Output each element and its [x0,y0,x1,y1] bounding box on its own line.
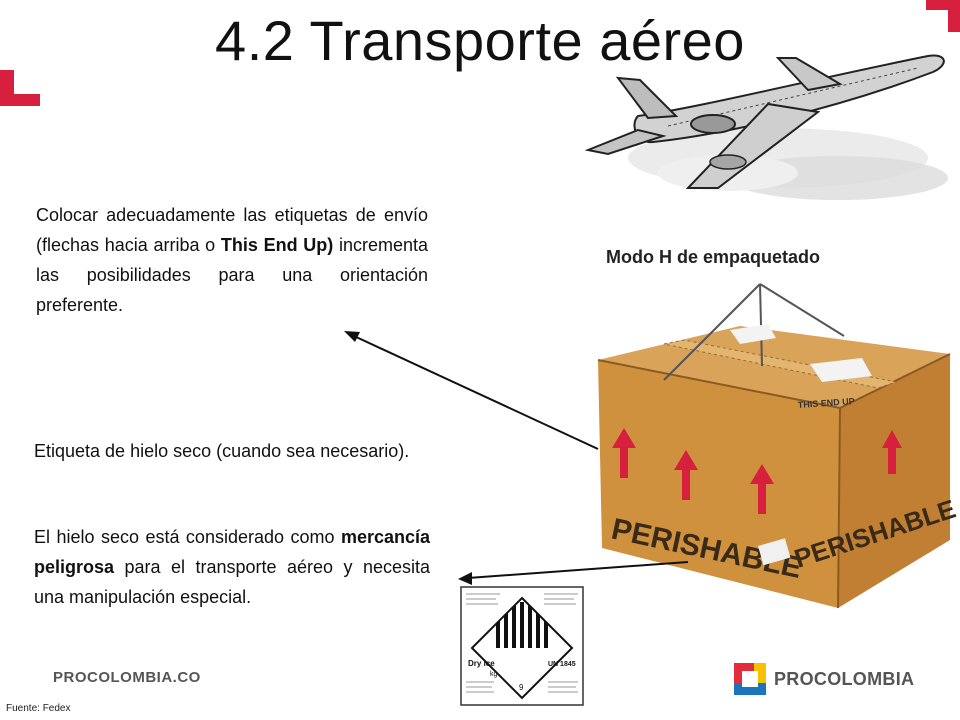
hazard-class-text: 9 [519,683,524,692]
dry-ice-paragraph: Etiqueta de hielo seco (cuando sea neces… [34,441,410,461]
paragraph-text: El hielo seco está considerado como [34,527,341,547]
page-title: 4.2 Transporte aéreo [215,9,745,72]
shipping-labels-paragraph: Colocar adecuadamente las etiquetas de e… [36,200,428,320]
brand-name: PROCOLOMBIA [774,668,915,689]
procolombia-logo: PROCOLOMBIA [734,662,914,696]
footer-website: PROCOLOMBIA.CO [53,669,201,686]
dry-ice-hazard-label: Dry Ice kg UN 1845 9 [460,586,584,706]
dangerous-goods-paragraph: El hielo seco está considerado como merc… [34,522,430,612]
up-arrow-icon [612,428,902,514]
paragraph-bold-text: This End Up) [220,235,334,255]
paragraph-text: para el transporte aéreo y necesita una … [34,557,430,607]
paragraph-text: incrementa las posibilidades para una or… [36,235,429,315]
this-end-up-label: THIS END UP [797,396,855,410]
airplane-illustration [584,54,948,200]
corner-mark-top-right [926,0,960,32]
paragraph-text: Colocar adecuadamente las etiquetas de e… [36,205,428,255]
paragraph-bold-text: mercancía peligrosa [34,527,430,577]
dry-ice-text: Dry Ice [468,659,495,668]
kg-text: kg [490,671,498,678]
source-note: Fuente: Fedex [6,703,71,714]
packaging-caption: Modo H de empaquetado [606,247,821,267]
procolombia-logo-icon [734,663,766,695]
perishable-box-illustration: THIS END UP PERISHABLE PERISHABLE [597,283,959,609]
un-number-text: UN 1845 [548,661,576,668]
corner-mark-left [0,70,40,106]
